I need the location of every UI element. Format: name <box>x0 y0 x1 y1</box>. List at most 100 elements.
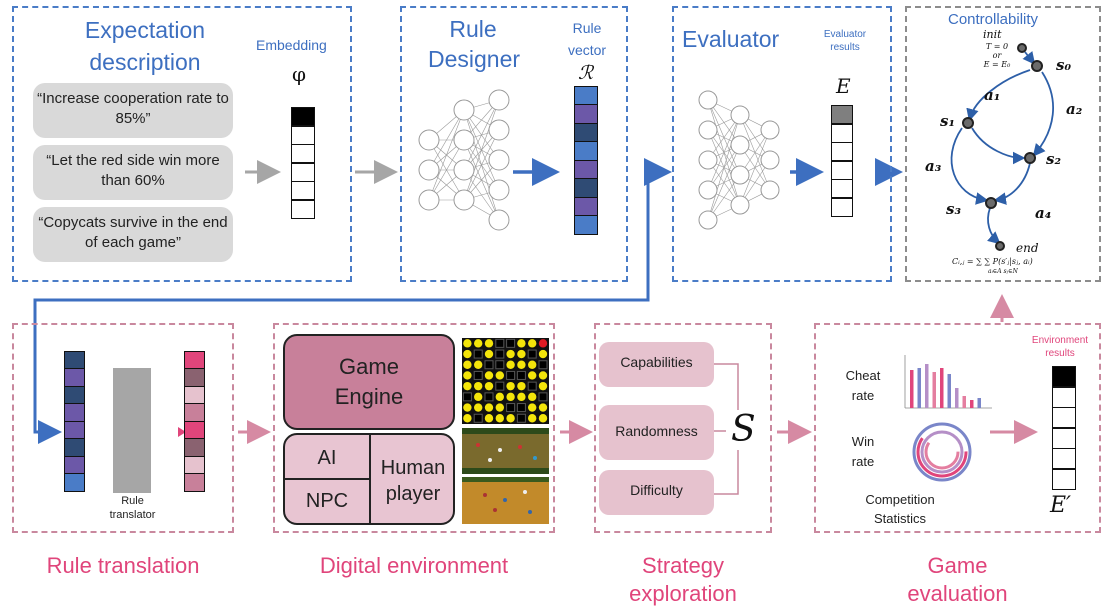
environment-results-symbol: E′ <box>1050 493 1072 518</box>
board-cell <box>474 403 483 412</box>
cheat-rate-bar <box>917 368 921 408</box>
game-evaluation-title: Game evaluation <box>907 553 1008 606</box>
cheat-rate-bar <box>910 370 914 408</box>
board-cell <box>495 392 504 402</box>
evaluator-network <box>698 90 780 230</box>
quote-3: “Copycats survive in the end of each gam… <box>33 207 233 262</box>
rule-designer-panel <box>400 6 628 282</box>
cheat-rate-bar <box>970 400 974 408</box>
board-cell <box>517 381 526 391</box>
board-cell <box>528 371 537 380</box>
evaluator-vector <box>831 104 853 217</box>
rule-vector-label: Rule vector <box>567 20 607 58</box>
board-cell <box>506 370 516 380</box>
board-cell <box>506 414 515 423</box>
ai-label: AI <box>317 447 337 469</box>
board-cell <box>484 339 494 348</box>
rule-translation-title: Rule translation <box>46 553 200 578</box>
board-cell <box>538 360 548 370</box>
controllability-panel <box>905 6 1101 282</box>
action-a3: a₃ <box>925 157 942 175</box>
board-cell <box>463 349 472 359</box>
cheat-rate-bar <box>962 396 966 408</box>
cheat-rate-bar <box>932 372 936 408</box>
board-cell <box>538 371 548 380</box>
board-cell <box>506 381 515 391</box>
board-cell <box>528 392 537 402</box>
rule-translator-label: Rule translator <box>109 495 156 521</box>
digital-environment-title: Digital environment <box>319 553 509 578</box>
board-cell <box>528 414 537 423</box>
quote-1: “Increase cooperation rate to 85%” <box>33 83 233 138</box>
state-s0: s₀ <box>1056 56 1072 74</box>
competition-statistics-label: Competition Statistics <box>865 492 935 526</box>
expectation-title: Expectation description <box>84 17 206 75</box>
cheat-rate-bar <box>977 398 981 408</box>
embedding-vector <box>291 106 315 219</box>
rule-symbol: ℛ <box>578 62 594 84</box>
arrow-feedback <box>33 172 650 444</box>
board-cell <box>495 349 505 359</box>
evaluator-panel <box>672 6 892 282</box>
board-cell <box>473 370 483 380</box>
win-rate-label: Win rate <box>851 434 875 469</box>
board-cell <box>528 339 537 348</box>
cheat-rate-bar <box>955 388 959 408</box>
board-cell <box>517 392 526 402</box>
board-cell <box>463 360 472 369</box>
board-cell <box>463 403 472 412</box>
strategy-panel <box>594 323 772 533</box>
rule-vector <box>574 85 598 235</box>
game-evaluation-panel <box>814 323 1101 533</box>
cheat-rate-bar <box>925 364 929 408</box>
board-cell <box>495 360 505 370</box>
strategy-difficulty: Difficulty <box>599 470 714 515</box>
embedding-label: Embedding <box>256 37 327 53</box>
board-cell <box>474 339 483 348</box>
evaluator-results-label: Evaluator results <box>823 29 867 53</box>
rule-translator-block <box>113 368 151 493</box>
board-cell <box>516 403 526 413</box>
board-cell <box>506 392 515 402</box>
board-cell <box>506 338 516 348</box>
board-cell <box>516 413 526 423</box>
board-cell <box>462 392 472 402</box>
board-cell <box>484 360 494 370</box>
board-cell <box>506 349 515 359</box>
board-cell <box>538 403 548 412</box>
strategy-symbol: S <box>731 409 756 450</box>
cheat-rate-bar <box>947 374 951 408</box>
rule-designer-title: Rule Designer <box>428 16 521 72</box>
init-equation: T = 0 or E = E₀ <box>983 42 1011 69</box>
board-cell <box>495 381 505 391</box>
board-cell <box>474 381 483 391</box>
controllability-formula-sub: aᵢ∈A sⱼ∈N <box>988 268 1018 275</box>
strategy-capabilities: Capabilities <box>599 342 714 387</box>
action-a1: a₁ <box>984 86 1001 104</box>
board-cell <box>484 392 494 402</box>
board-cell <box>473 413 483 423</box>
board-cell <box>463 339 472 348</box>
game-engine-box: Game Engine <box>283 334 455 430</box>
cheat-rate-bar <box>940 368 944 408</box>
board-cell <box>495 403 504 412</box>
board-cell <box>495 338 505 348</box>
game-scene-thumbnail-2 <box>462 477 549 524</box>
board-cell <box>484 381 494 391</box>
npc-label: NPC <box>305 490 349 512</box>
evaluator-symbol: E <box>836 74 851 98</box>
digital-environment-panel <box>273 323 555 533</box>
rule-translation-panel <box>12 323 234 533</box>
rule-designer-network <box>418 89 510 231</box>
phi-symbol: φ <box>292 62 307 86</box>
board-cell <box>538 339 548 348</box>
board-cell <box>516 370 526 380</box>
board-cell <box>473 349 483 359</box>
action-a2: a₂ <box>1066 100 1083 118</box>
action-a4: a₄ <box>1035 204 1052 222</box>
environment-results-vector <box>1052 365 1076 490</box>
board-cell <box>495 371 504 380</box>
board-cell <box>506 360 515 369</box>
